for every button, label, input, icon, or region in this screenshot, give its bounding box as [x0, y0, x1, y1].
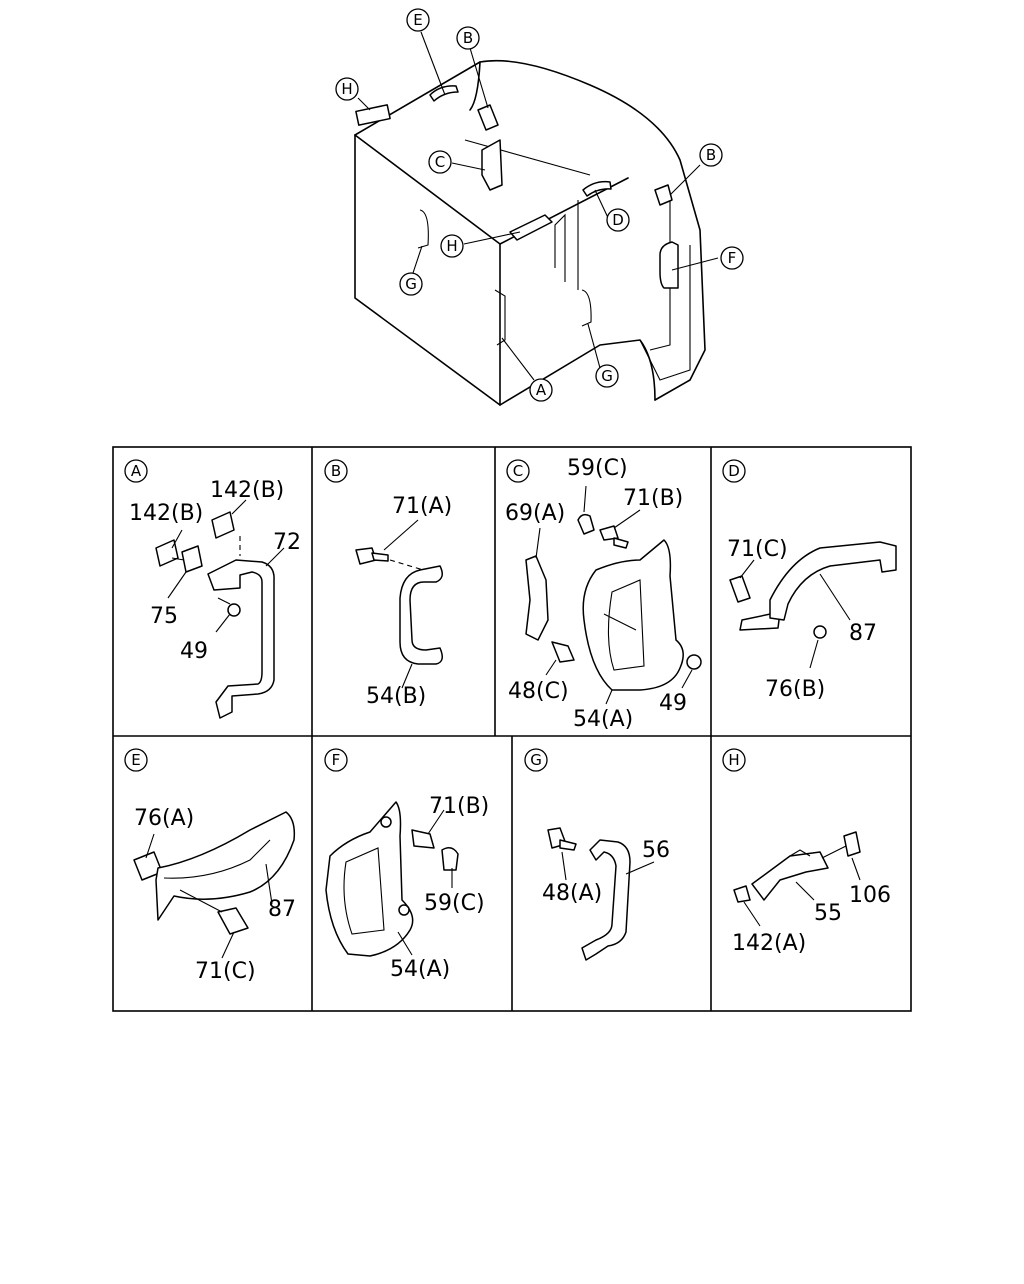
callout-g: G [399, 272, 423, 296]
label-59c-c: 59(C) [567, 456, 628, 481]
label-76b: 76(B) [765, 677, 825, 702]
label-71c-e: 71(C) [195, 959, 256, 984]
svg-text:D: D [728, 462, 740, 480]
label-142b-top: 142(B) [210, 478, 284, 503]
svg-text:F: F [728, 249, 737, 267]
svg-text:A: A [131, 462, 142, 480]
panel-e: E 76(A) 87 71(C) [124, 748, 296, 984]
svg-text:E: E [413, 11, 422, 29]
label-142b-left: 142(B) [129, 501, 203, 526]
panel-a: A 142(B) 142(B) 72 75 49 [124, 459, 301, 719]
label-48c: 48(C) [508, 679, 569, 704]
svg-text:H: H [446, 237, 457, 255]
callout-c: C [428, 150, 452, 174]
svg-text:B: B [706, 146, 716, 164]
label-87-d: 87 [849, 621, 877, 646]
label-71a: 71(A) [392, 494, 452, 519]
callout-b: B [456, 26, 480, 50]
label-49-c: 49 [659, 691, 687, 716]
svg-text:G: G [405, 275, 417, 293]
label-142a: 142(A) [732, 931, 806, 956]
label-55: 55 [814, 901, 842, 926]
panel-d: D 71(C) 87 76(B) [722, 459, 897, 702]
callout-d: D [606, 208, 630, 232]
panel-f: F 71(B) 59(C) 54(A) [324, 748, 489, 982]
callout-h-2: H [440, 234, 464, 258]
label-71b-c: 71(B) [623, 486, 683, 511]
svg-text:C: C [513, 462, 523, 480]
panel-c: C 59(C) 71(B) 69(A) 48(C) 54(A) 49 [505, 456, 702, 732]
panel-f-marker: F [324, 748, 348, 772]
label-71b-f: 71(B) [429, 794, 489, 819]
svg-text:H: H [341, 80, 352, 98]
svg-text:G: G [530, 751, 542, 769]
label-87-e: 87 [268, 897, 296, 922]
panel-b: B 71(A) 54(B) [324, 459, 452, 709]
svg-text:B: B [463, 29, 473, 47]
svg-text:A: A [536, 381, 547, 399]
detail-grid [112, 446, 912, 1012]
cab-overview [354, 31, 719, 406]
label-56: 56 [642, 838, 670, 863]
callout-f: F [720, 246, 744, 270]
panel-h-marker: H [722, 748, 746, 772]
overview-callouts: E B H C B D F H G G A [335, 8, 744, 402]
svg-text:C: C [435, 153, 445, 171]
panel-d-marker: D [722, 459, 746, 483]
panel-a-marker: A [124, 459, 148, 483]
svg-text:D: D [612, 211, 624, 229]
callout-e: E [406, 8, 430, 32]
callout-h: H [335, 77, 359, 101]
label-59c-f: 59(C) [424, 891, 485, 916]
panel-h: H 106 55 142(A) [722, 748, 891, 956]
panel-g: G 56 48(A) [524, 748, 670, 961]
label-75: 75 [150, 604, 178, 629]
label-69a: 69(A) [505, 501, 565, 526]
label-76a: 76(A) [134, 806, 194, 831]
svg-text:B: B [331, 462, 341, 480]
callout-b-2: B [699, 143, 723, 167]
svg-text:G: G [601, 367, 613, 385]
panel-g-marker: G [524, 748, 548, 772]
svg-text:F: F [332, 751, 341, 769]
panel-e-marker: E [124, 748, 148, 772]
panel-b-marker: B [324, 459, 348, 483]
label-72: 72 [273, 530, 301, 555]
svg-text:H: H [728, 751, 739, 769]
label-54a-c: 54(A) [573, 707, 633, 732]
callout-g-2: G [595, 364, 619, 388]
label-71c-d: 71(C) [727, 537, 788, 562]
label-54b: 54(B) [366, 684, 426, 709]
label-106: 106 [849, 883, 891, 908]
callout-a: A [529, 378, 553, 402]
label-49-a: 49 [180, 639, 208, 664]
svg-text:E: E [131, 751, 140, 769]
label-54a-f: 54(A) [390, 957, 450, 982]
panel-c-marker: C [506, 459, 530, 483]
label-48a: 48(A) [542, 881, 602, 906]
